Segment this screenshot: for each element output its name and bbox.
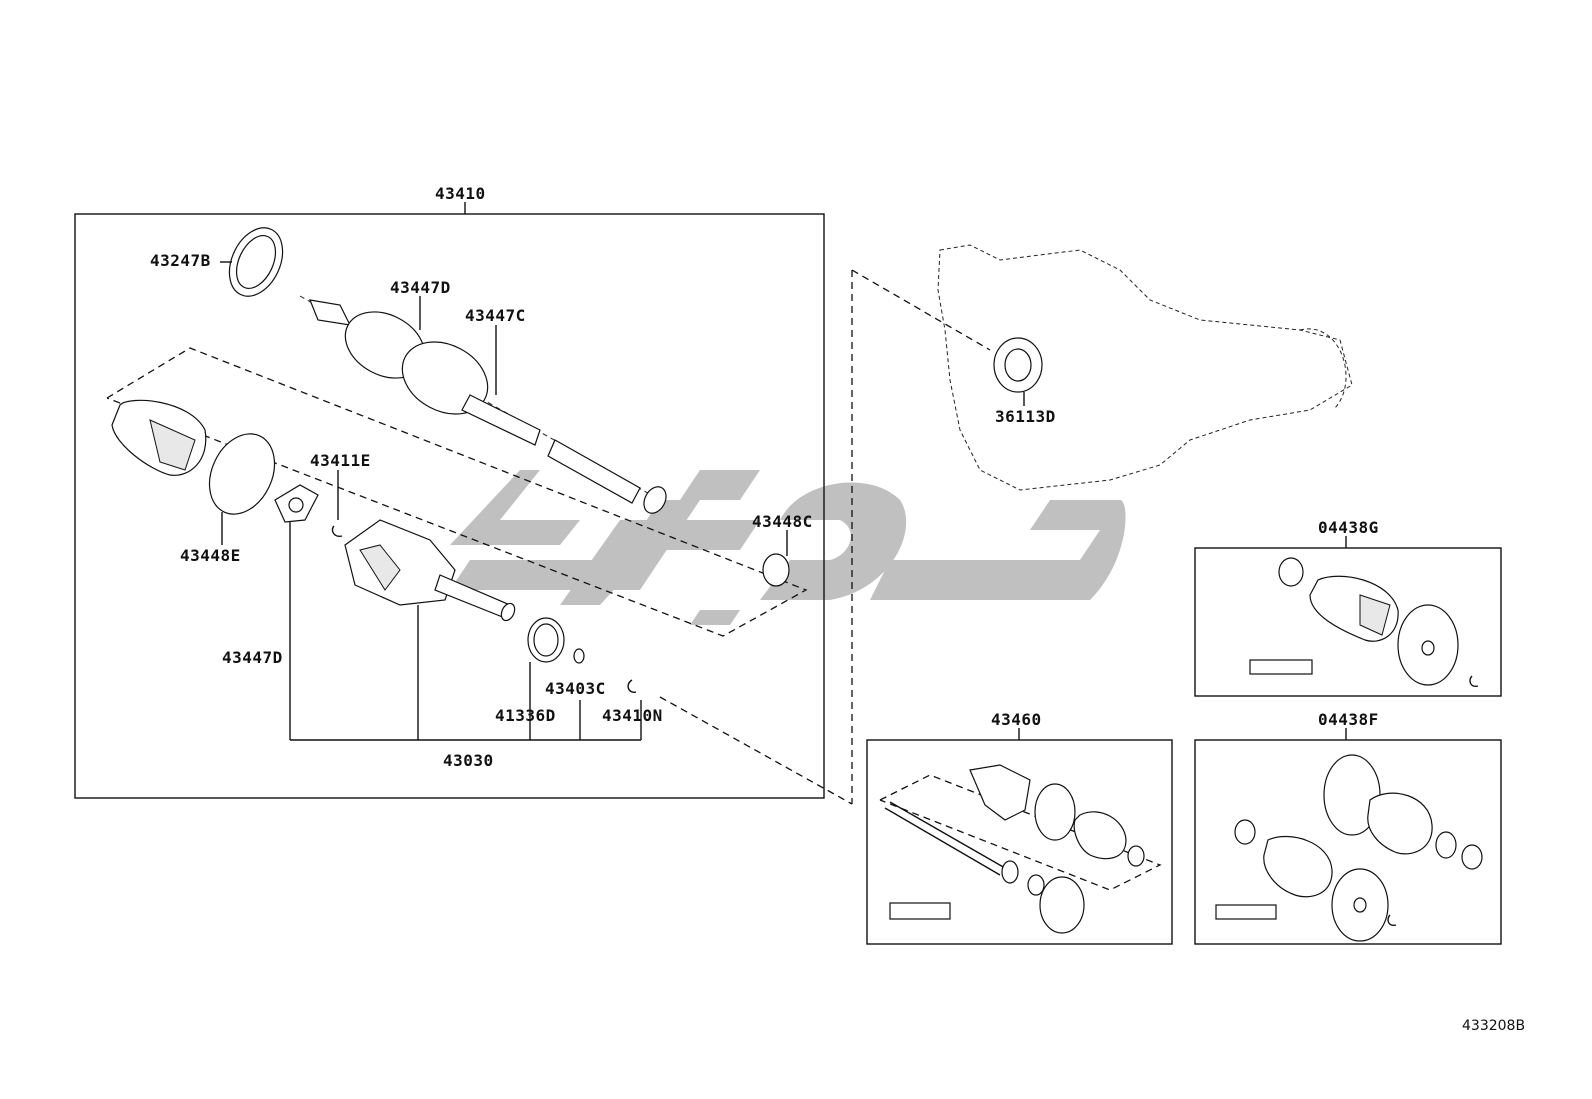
kit-f-box [1194, 739, 1502, 945]
main-assembly-box [74, 213, 825, 799]
differential-housing [937, 244, 1353, 491]
label-seal-d: 41336D [495, 706, 556, 725]
label-joint-c: 43447C [465, 306, 526, 325]
clamp-c-part [762, 553, 790, 587]
inner-joint-part [344, 519, 516, 622]
seal-c-part [573, 648, 585, 664]
kit-f-parts [1215, 754, 1483, 942]
label-kit-f: 04438F [1318, 710, 1379, 729]
seal-n-part [627, 679, 637, 693]
label-joint-d-top: 43447D [390, 278, 451, 297]
clamp-e-part [208, 433, 276, 515]
label-seal-c: 43403C [545, 679, 606, 698]
label-inner-joint: 43030 [443, 751, 494, 770]
label-snap-ring: 43411E [310, 451, 371, 470]
figure-code: 433208B [1462, 1018, 1526, 1034]
label-main-assembly: 43410 [435, 184, 486, 203]
cage-part [274, 484, 319, 523]
label-bearing: 36113D [995, 407, 1056, 426]
drive-shaft [299, 295, 667, 514]
label-joint-d-left: 43447D [222, 648, 283, 667]
boot-left [111, 399, 276, 515]
snap-ring-part [331, 525, 343, 538]
outer-assembly-parts [879, 764, 1162, 934]
kit-g-parts [1249, 557, 1479, 688]
label-kit-g: 04438G [1318, 518, 1379, 537]
label-outer-assembly: 43460 [991, 710, 1042, 729]
label-boot-ring: 43247B [150, 251, 211, 270]
label-seal-n: 43410N [602, 706, 663, 725]
watermark-logo [450, 470, 1126, 625]
kit-outline-dashed [106, 347, 808, 637]
kit-g-box [1194, 547, 1502, 697]
label-clamp-c: 43448C [752, 512, 813, 531]
leader-lines [220, 261, 788, 741]
label-clamp-e: 43448E [180, 546, 241, 565]
